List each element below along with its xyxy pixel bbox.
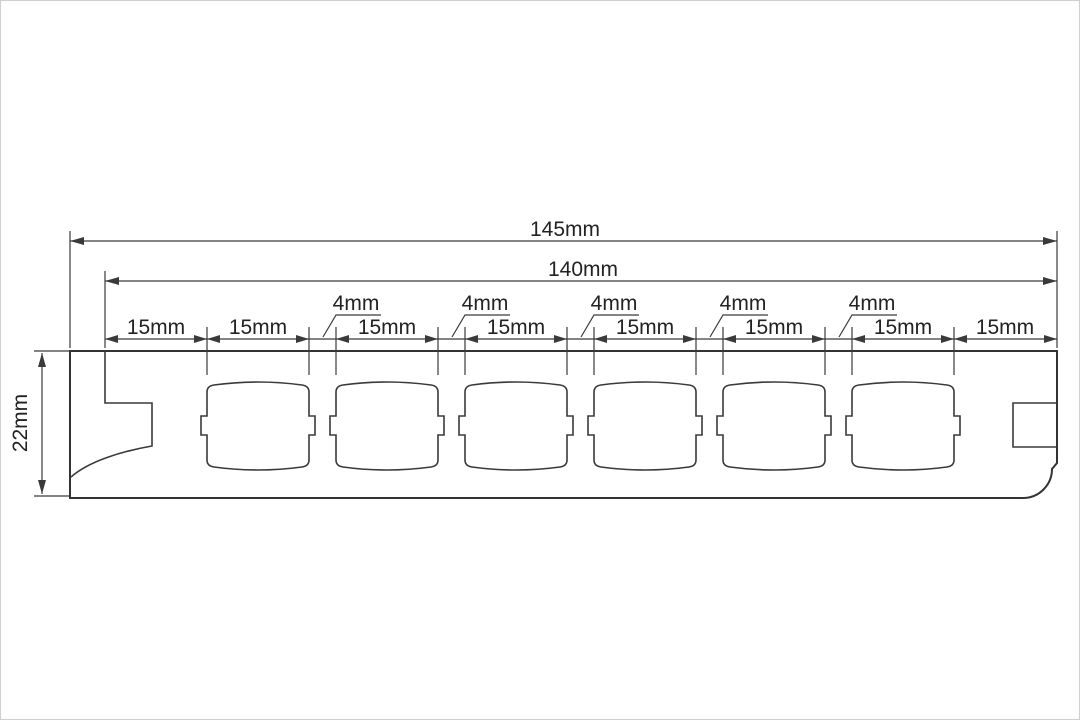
dimension-labels: 145mm 140mm 22mm 15mm 15mm 15mm 15mm 15m…	[9, 218, 1034, 452]
dim-label-segment-7: 15mm	[874, 316, 932, 339]
dim-label-gap-2: 4mm	[462, 292, 509, 315]
dim-label-gap-3: 4mm	[591, 292, 638, 315]
dim-label-segment-4: 15mm	[487, 316, 545, 339]
hollow-chamber-6	[845, 381, 961, 471]
dim-label-segment-5: 15mm	[616, 316, 674, 339]
extension-lines	[34, 231, 1058, 497]
right-end-groove	[1012, 402, 1057, 448]
gap-leader-lines	[322, 314, 897, 338]
dim-label-segment-6: 15mm	[745, 316, 803, 339]
left-end-relief	[70, 351, 153, 478]
dim-label-segment-8: 15mm	[976, 316, 1034, 339]
dim-label-segment-1: 15mm	[127, 316, 185, 339]
dim-label-segment-2: 15mm	[229, 316, 287, 339]
segment-ticks	[206, 327, 955, 375]
dim-label-segment-3: 15mm	[358, 316, 416, 339]
hollow-chamber-4	[587, 381, 703, 471]
board-outline	[69, 350, 1058, 499]
hollow-chamber-3	[458, 381, 574, 471]
hollow-chamber-1	[200, 381, 316, 471]
dim-label-overall-width: 145mm	[530, 218, 600, 241]
dim-label-gap-5: 4mm	[849, 292, 896, 315]
hollow-chamber-2	[329, 381, 445, 471]
dim-label-gap-4: 4mm	[720, 292, 767, 315]
hollow-chamber-5	[716, 381, 832, 471]
board-section	[69, 350, 1058, 499]
dim-label-thickness: 22mm	[9, 394, 32, 452]
dim-label-gap-1: 4mm	[333, 292, 380, 315]
dim-label-inner-width: 140mm	[548, 258, 618, 281]
dimension-lines	[34, 231, 1058, 497]
